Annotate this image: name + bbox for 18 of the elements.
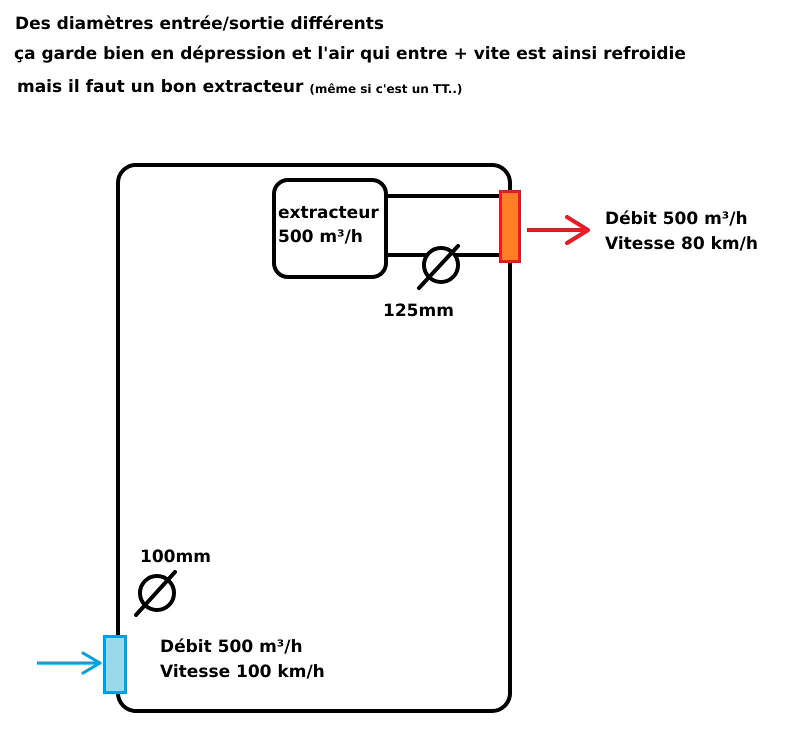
aside-note: (même si c'est un TT..) [309, 81, 462, 98]
speed-text: Vitesse 100 km/h [160, 662, 325, 682]
outlet-vent [499, 190, 521, 263]
extractor-box [272, 178, 388, 279]
subtitle-text: ça garde bien en dépression et l'air qui entre + vite est ainsi refroidie [14, 44, 686, 64]
duct-line [388, 194, 499, 198]
dimension-label: 125mm [383, 301, 454, 321]
dimension-label: 100mm [140, 547, 211, 567]
extractor-name: extracteur [278, 202, 379, 225]
airflow-text: Débit 500 m³/h [605, 209, 748, 229]
title: Des diamètres entrée/sortie différents [15, 14, 384, 34]
note-text: mais il faut un bon extracteur [17, 77, 304, 97]
airflow-rate: 500 m³/h [278, 226, 363, 249]
flow-arrow [37, 652, 102, 674]
flow-arrow [527, 215, 590, 245]
speed-text: Vitesse 80 km/h [605, 234, 758, 254]
airflow-text: Débit 500 m³/h [160, 637, 303, 657]
inlet-vent [103, 635, 127, 694]
